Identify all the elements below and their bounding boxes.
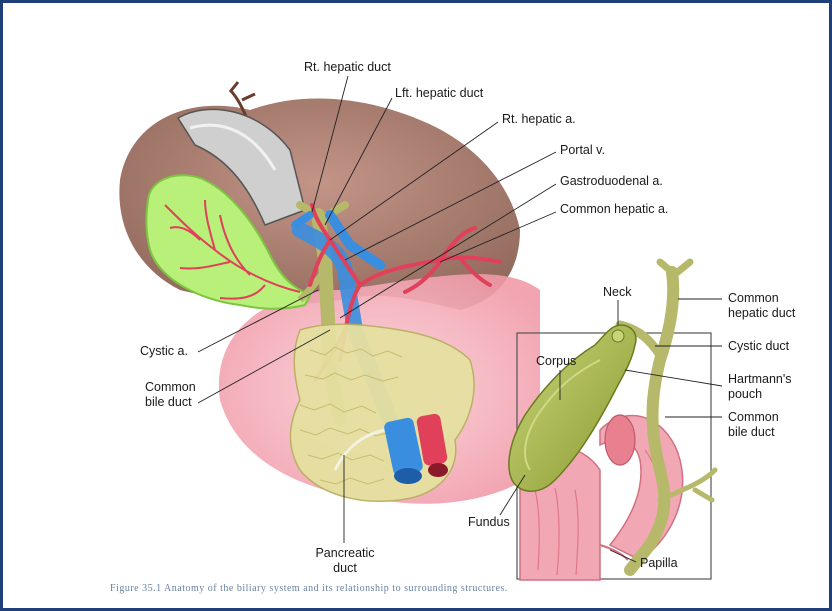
label-papilla: Papilla: [640, 556, 678, 571]
label-cystic-a: Cystic a.: [140, 344, 188, 359]
label-common-bile-duct-right-1: Common: [728, 410, 779, 425]
label-rt-hepatic-duct: Rt. hepatic duct: [304, 60, 391, 75]
label-fundus: Fundus: [468, 515, 510, 530]
label-common-hepatic-duct-2: hepatic duct: [728, 306, 795, 321]
label-common-hepatic-a: Common hepatic a.: [560, 202, 668, 217]
label-common-bile-duct-left-1: Common: [145, 380, 196, 395]
label-pancreatic-duct-1: Pancreatic: [305, 546, 385, 561]
label-common-bile-duct-left-2: bile duct: [145, 395, 192, 410]
label-hartmanns-1: Hartmann's: [728, 372, 792, 387]
label-gastroduodenal-a: Gastroduodenal a.: [560, 174, 663, 189]
pancreas: [291, 324, 474, 501]
label-cystic-duct: Cystic duct: [728, 339, 789, 354]
label-rt-hepatic-a: Rt. hepatic a.: [502, 112, 576, 127]
label-pancreatic-duct-2: duct: [305, 561, 385, 576]
label-hartmanns-2: pouch: [728, 387, 762, 402]
figure-caption: Figure 35.1 Anatomy of the biliary syste…: [110, 583, 508, 594]
label-corpus: Corpus: [536, 354, 576, 369]
label-common-hepatic-duct-1: Common: [728, 291, 779, 306]
label-neck: Neck: [603, 285, 631, 300]
label-lft-hepatic-duct: Lft. hepatic duct: [395, 86, 483, 101]
label-common-bile-duct-right-2: bile duct: [728, 425, 775, 440]
leader-hartmanns: [625, 370, 722, 386]
label-portal-v: Portal v.: [560, 143, 605, 158]
